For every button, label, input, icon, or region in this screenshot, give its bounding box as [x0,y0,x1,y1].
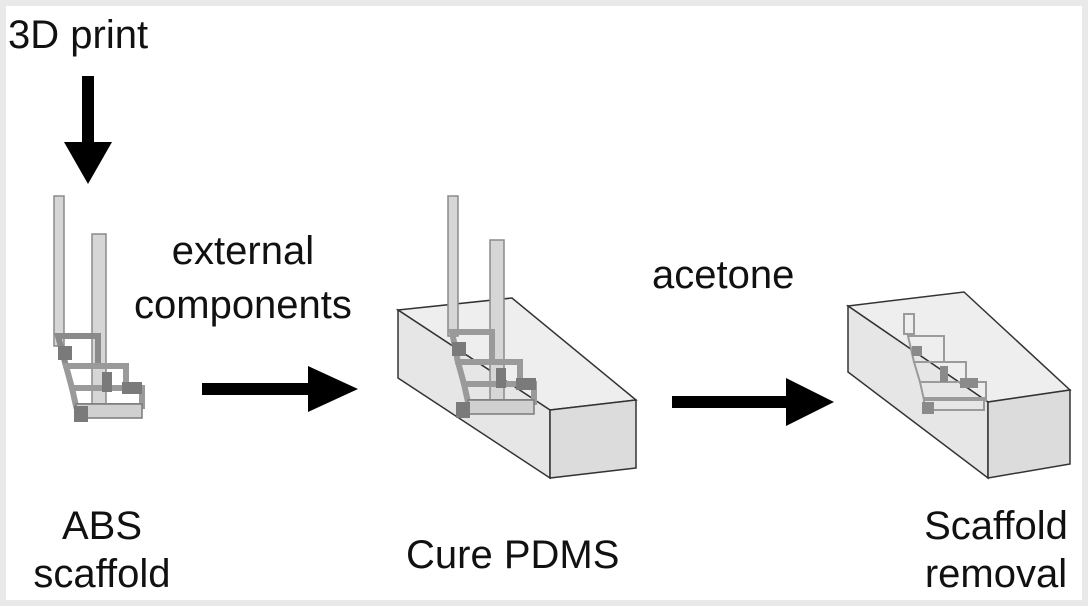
pdms-block-with-scaffold [395,195,638,480]
pdms-block-with-channels [845,291,1072,480]
label-abs-scaffold: ABS scaffold [12,502,192,598]
down-arrow [64,76,112,184]
arrow-acetone [672,378,834,426]
abs-scaffold-illustration [53,195,145,422]
process-diagram [53,76,1072,480]
label-scaffold-removal: Scaffold removal [906,502,1082,598]
label-scaffold: scaffold [33,552,171,596]
label-scaffold-word: Scaffold [924,504,1068,548]
label-removal: removal [924,552,1068,596]
label-acetone: acetone [652,253,795,297]
label-external: external [171,229,315,273]
diagram-canvas: 3D print external components acetone ABS… [6,6,1082,600]
label-cure-pdms: Cure PDMS [406,533,620,577]
label-abs: ABS [61,504,143,548]
label-3d-print: 3D print [8,13,149,57]
arrow-external-components [202,366,358,412]
label-external-components: external components [134,224,352,332]
label-components: components [134,283,352,327]
